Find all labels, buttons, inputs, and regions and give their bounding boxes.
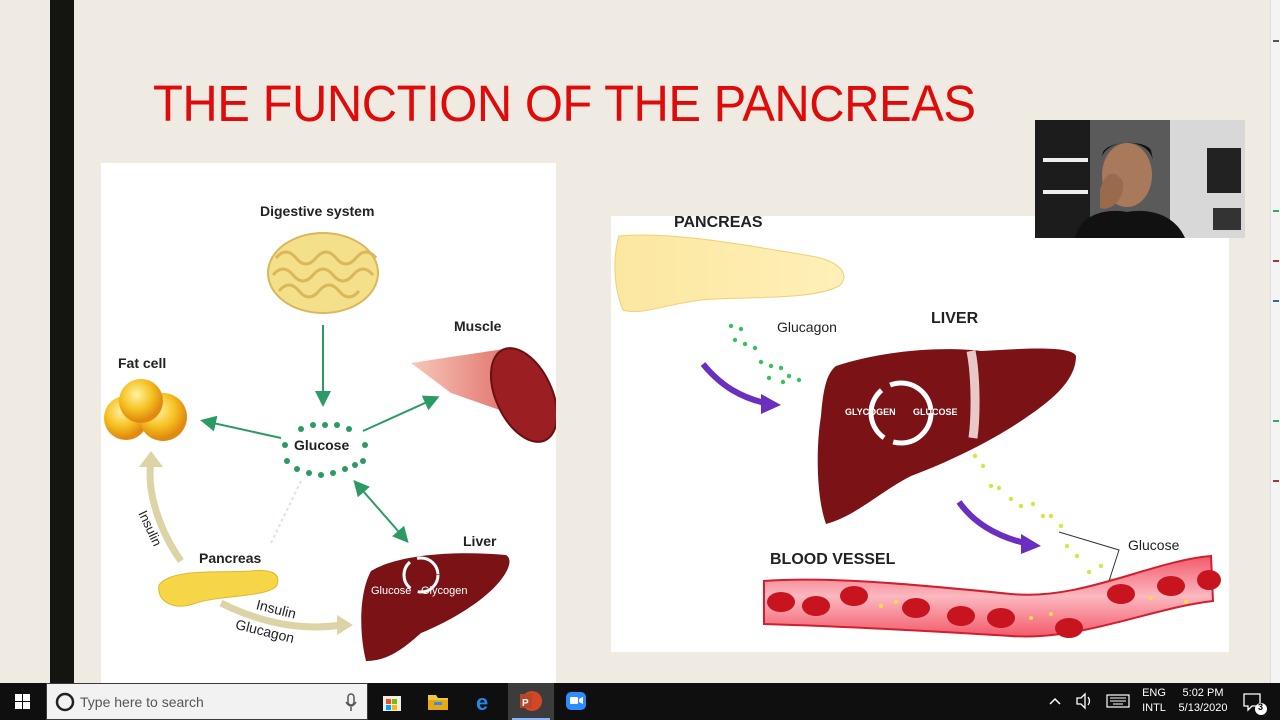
volume-icon[interactable] [1074, 683, 1094, 720]
microsoft-store-button[interactable] [369, 683, 415, 720]
muscle-icon [411, 347, 556, 443]
left-diagram-graphics [104, 232, 556, 661]
action-center-button[interactable]: 3 [1240, 683, 1270, 720]
slide-left-border [50, 0, 74, 683]
fat-cell-icon [104, 379, 187, 441]
webcam-overlay[interactable] [1035, 120, 1245, 238]
store-icon [383, 696, 401, 711]
folder-icon [428, 695, 448, 710]
powerpoint-icon: P [520, 691, 542, 711]
search-placeholder: Type here to search [80, 694, 204, 710]
blood-vessel-title: BLOOD VESSEL [770, 551, 896, 568]
glucose-cycle-label: GLUCOSE [913, 407, 958, 417]
left-diagram: Digestive system Muscle Fat cell Glucose… [101, 163, 556, 683]
glycogen-label: GLYCOGEN [845, 407, 896, 417]
right-scroll-edge [1270, 0, 1280, 683]
notification-count: 3 [1258, 702, 1264, 712]
clock-date: 5/13/2020 [1178, 702, 1228, 714]
start-button[interactable] [0, 683, 46, 720]
keyboard-icon[interactable] [1105, 683, 1131, 720]
glucose-label-right: Glucose [1128, 537, 1180, 553]
digestive-system-icon [267, 232, 379, 314]
windows-icon [15, 694, 30, 709]
cortana-icon [55, 692, 75, 712]
right-diagram-graphics [614, 234, 1221, 638]
liver-label: Liver [463, 533, 497, 549]
notification-icon [1243, 693, 1267, 715]
zoom-button[interactable] [554, 683, 600, 720]
clock-time: 5:02 PM [1182, 687, 1224, 699]
glucose-dots-right [972, 453, 1114, 583]
glucose-dots [282, 422, 368, 478]
digestive-system-label: Digestive system [260, 203, 375, 219]
muscle-label: Muscle [454, 318, 502, 334]
svg-text:P: P [522, 698, 529, 709]
slide-title: THE FUNCTION OF THE PANCREAS [153, 75, 976, 132]
pancreas-icon [158, 570, 279, 607]
pancreas-title: PANCREAS [674, 214, 763, 231]
pancreas-label: Pancreas [199, 550, 262, 566]
presenter-video [1035, 120, 1245, 238]
language-top: ENG [1142, 687, 1166, 699]
powerpoint-button[interactable]: P [508, 683, 554, 720]
glucose-label: Glucose [294, 437, 350, 453]
taskbar-search-box[interactable]: Type here to search [46, 683, 368, 720]
blood-vessel-shape [763, 554, 1215, 638]
microphone-icon[interactable] [341, 684, 361, 720]
glucagon-dots [728, 323, 802, 385]
clock[interactable]: 5:02 PM 5/13/2020 [1172, 686, 1234, 716]
show-hidden-icons-chevron-icon[interactable] [1047, 683, 1063, 720]
edge-icon: e [476, 690, 488, 715]
fat-cell-label: Fat cell [118, 355, 167, 371]
liver-shape [817, 348, 1076, 524]
liver-title: LIVER [931, 310, 979, 327]
right-diagram: PANCREAS Glucagon LIVER GLYCOGEN GLUCOSE… [611, 214, 1229, 652]
language-indicator[interactable]: ENG INTL [1138, 686, 1170, 716]
liver-glucose-label: Glucose [371, 585, 412, 597]
red-blood-cells [767, 570, 1221, 638]
glucagon-label-right: Glucagon [777, 319, 837, 335]
zoom-icon [566, 692, 586, 710]
edge-button[interactable]: e [461, 683, 507, 720]
liver-icon [361, 553, 510, 661]
liver-glycogen-label: Glycogen [421, 585, 468, 597]
pancreas-shape [614, 234, 845, 313]
language-bottom: INTL [1142, 702, 1166, 714]
taskbar: Type here to search e P [0, 683, 1280, 720]
svg-text:e: e [476, 690, 488, 715]
file-explorer-button[interactable] [415, 683, 461, 720]
